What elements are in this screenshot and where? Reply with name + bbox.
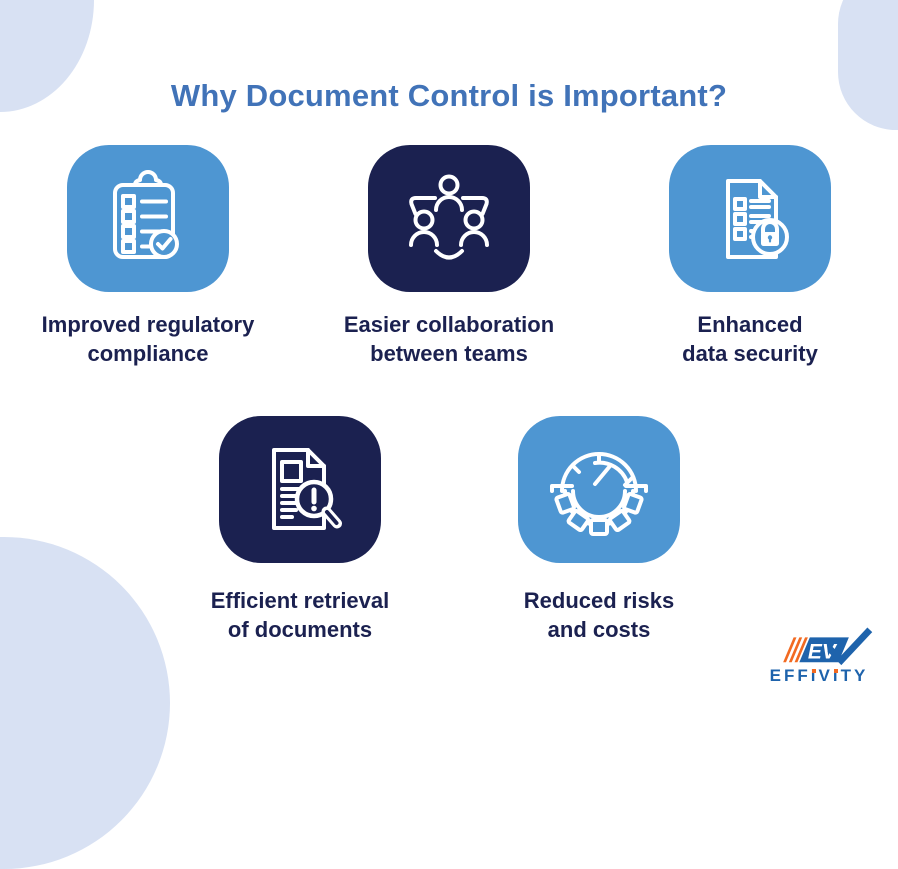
card-label-enhanced-data-security: Enhanced data security <box>682 312 818 366</box>
card-tile-reduced-risks <box>518 416 680 563</box>
logo-brand-segment-i: i <box>832 666 841 685</box>
logo-brand-segment: V <box>818 666 833 685</box>
logo-brand: EFFiViTY <box>770 667 869 685</box>
clipboard-checklist-icon <box>113 169 179 259</box>
card-label-easier-collaboration: Easier collaboration between teams <box>343 312 555 366</box>
page-title: Why Document Control is Important? <box>170 77 728 113</box>
card-tile-improved-regulatory-compliance <box>67 145 229 292</box>
effivity-logo: EV EFFiViTY <box>753 626 885 685</box>
document-search-alert-icon <box>272 447 342 530</box>
team-collaboration-icon <box>409 174 489 259</box>
logo-monogram: EV <box>808 640 838 663</box>
card-tile-efficient-retrieval <box>219 416 381 563</box>
logo-brand-segment-i: i <box>810 666 819 685</box>
effivity-logo-monogram-icon: EV <box>783 627 873 666</box>
document-lock-icon <box>726 178 789 259</box>
gauge-gear-icon <box>550 451 648 536</box>
card-label-reduced-risks: Reduced risks and costs <box>523 588 675 642</box>
logo-brand-segment: TY <box>840 666 869 685</box>
card-tile-easier-collaboration <box>368 145 530 292</box>
card-tile-enhanced-data-security <box>669 145 831 292</box>
logo-brand-segment: EFF <box>769 666 811 685</box>
card-label-efficient-retrieval: Efficient retrieval of documents <box>210 588 390 642</box>
card-label-improved-regulatory-compliance: Improved regulatory compliance <box>41 312 255 366</box>
